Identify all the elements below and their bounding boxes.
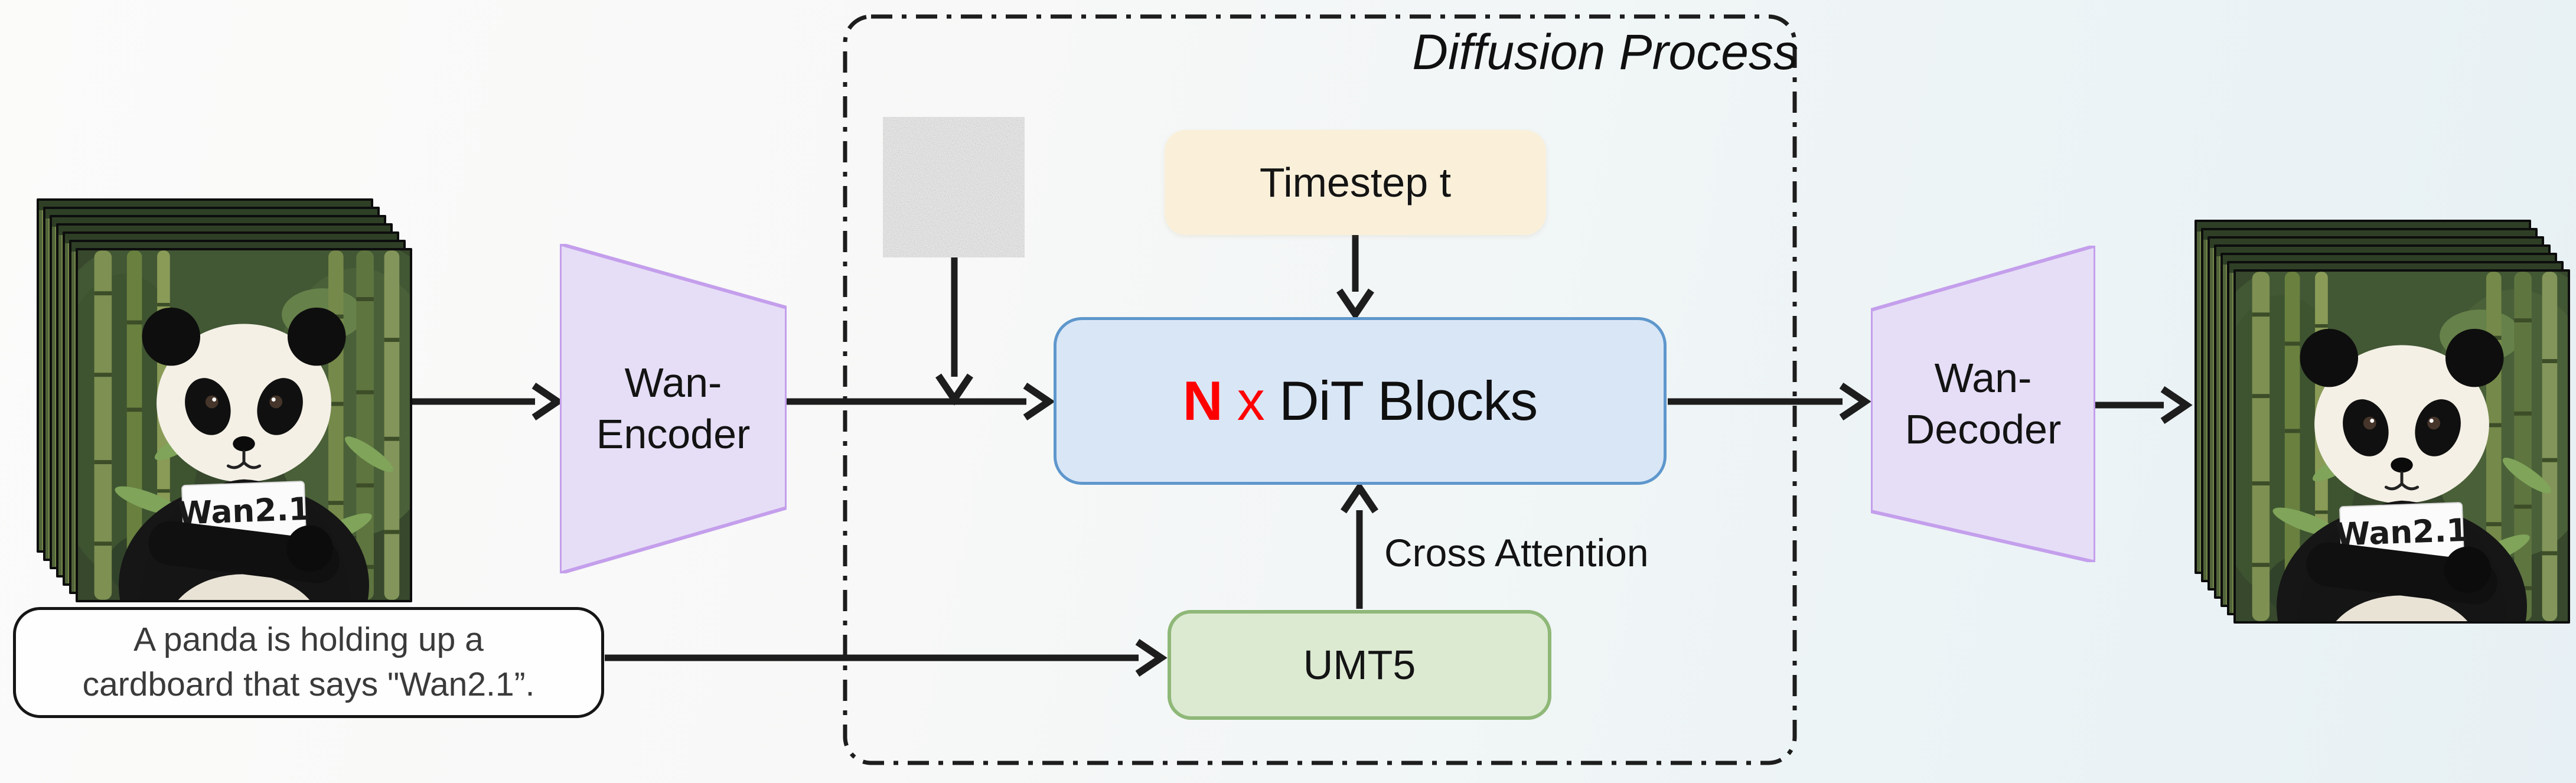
wan-encoder-line2: Encoder bbox=[596, 411, 751, 457]
timestep-box: Timestep t bbox=[1165, 130, 1546, 235]
arrow-frames-to-encoder bbox=[412, 383, 564, 420]
panda-paw bbox=[2444, 546, 2491, 593]
arrow-prompt-to-umt5 bbox=[605, 639, 1168, 677]
wan-decoder-shape bbox=[1871, 246, 2095, 562]
wan-encoder-label: Wan- Encoder bbox=[560, 244, 787, 573]
panda: Wan2.1 bbox=[2277, 328, 2527, 621]
panda-ear bbox=[287, 307, 346, 366]
arrow-timestep-to-dit bbox=[1336, 235, 1374, 321]
prompt-line-2: cardboard that says "Wan2.1”. bbox=[82, 665, 535, 703]
dit-times: x bbox=[1237, 370, 1265, 432]
arrow-encoder-to-dit bbox=[787, 383, 1055, 420]
panda-nose bbox=[2391, 457, 2413, 473]
dit-count: N bbox=[1182, 370, 1223, 432]
diffusion-process-boundary bbox=[843, 14, 1797, 765]
video-frame-front: Wan2.1 bbox=[76, 248, 412, 602]
cross-attention-label: Cross Attention bbox=[1384, 531, 1649, 575]
umt5-box: UMT5 bbox=[1168, 610, 1551, 720]
wan-decoder-line2: Decoder bbox=[1905, 406, 2062, 452]
panda-paw bbox=[286, 525, 333, 572]
panda-ear bbox=[2300, 328, 2359, 387]
arrow-umt5-to-dit bbox=[1341, 481, 1378, 609]
prompt-line-1: A panda is holding up a bbox=[133, 621, 484, 659]
text-prompt-box: A panda is holding up a cardboard that s… bbox=[13, 607, 604, 718]
wan-decoder-line1: Wan- bbox=[1934, 355, 2032, 402]
input-video-frames-stack: Wan2.1 bbox=[37, 198, 412, 602]
video-frame-front: Wan2.1 bbox=[2233, 269, 2570, 624]
panda-illustration: Wan2.1 bbox=[2236, 272, 2568, 621]
timestep-label: Timestep t bbox=[1259, 159, 1452, 205]
wan-encoder-shape bbox=[560, 244, 787, 573]
panda-nose bbox=[233, 436, 255, 452]
arrow-decoder-to-frames bbox=[2095, 386, 2193, 424]
arrow-dit-to-decoder bbox=[1668, 383, 1871, 420]
noise-image bbox=[883, 117, 1025, 257]
output-video-frames-stack: Wan2.1 bbox=[2195, 220, 2570, 624]
dit-blocks-box: N x DiT Blocks bbox=[1054, 317, 1667, 485]
umt5-label: UMT5 bbox=[1303, 642, 1416, 688]
wan-decoder-label: Wan- Decoder bbox=[1871, 246, 2095, 562]
diffusion-process-label: Diffusion Process bbox=[1412, 24, 1798, 80]
wan-encoder-line1: Wan- bbox=[624, 360, 722, 406]
arrow-noise-to-line bbox=[935, 257, 973, 406]
panda-illustration: Wan2.1 bbox=[78, 250, 410, 600]
panda: Wan2.1 bbox=[119, 307, 369, 600]
panda-ear bbox=[142, 307, 201, 366]
panda-ear bbox=[2445, 328, 2504, 387]
dit-name: DiT Blocks bbox=[1279, 370, 1538, 432]
